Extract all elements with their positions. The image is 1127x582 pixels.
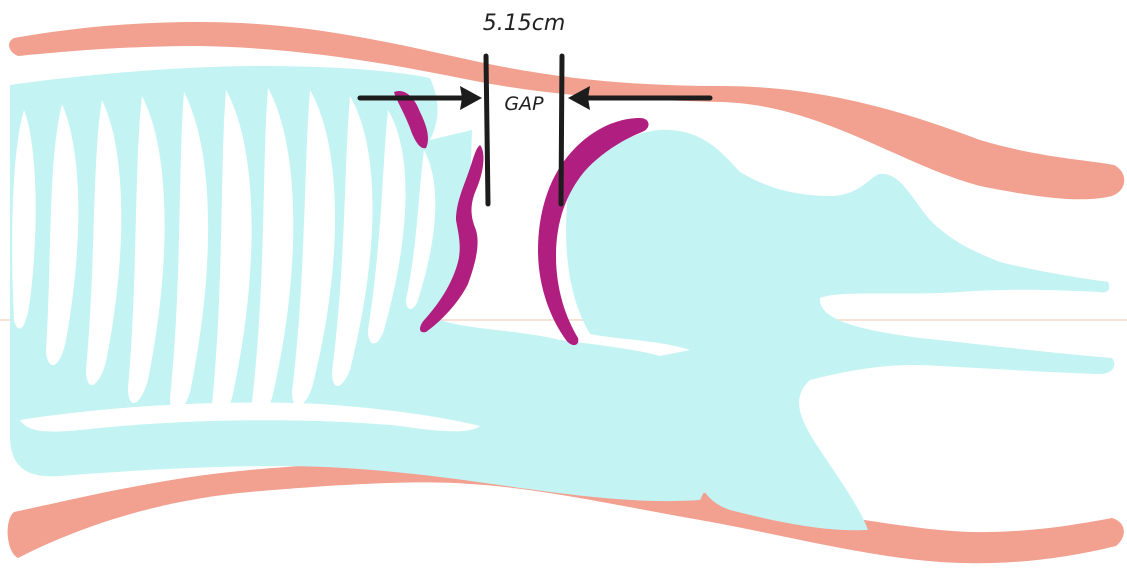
gap-label: GAP [504,93,544,115]
left-arrow-head [460,86,482,110]
measurement-label: 5.15cm [483,11,566,36]
left-boundary-line [486,56,488,204]
right-boundary-line [561,56,562,204]
